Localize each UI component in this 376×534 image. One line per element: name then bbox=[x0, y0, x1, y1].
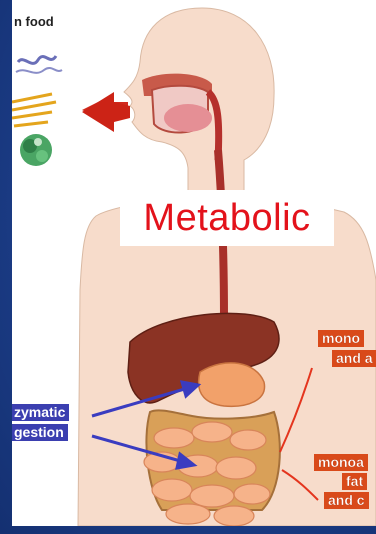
metabolic-title-box: Metabolic bbox=[120, 190, 334, 246]
diagram-panel: n food Metabolic zymatic gestion mono an… bbox=[12, 0, 376, 526]
absorption-label-upper-line1: mono bbox=[318, 330, 364, 347]
food-molecules bbox=[12, 56, 62, 166]
food-arrow-head bbox=[82, 92, 130, 132]
metabolic-title: Metabolic bbox=[143, 197, 310, 240]
enzymatic-label-line2: gestion bbox=[12, 424, 68, 441]
absorption-label-lower-line1: monoa bbox=[314, 454, 368, 471]
digestion-illustration bbox=[12, 0, 376, 526]
stomach bbox=[199, 363, 265, 406]
food-label: n food bbox=[14, 14, 54, 29]
absorption-label-lower-line3: and c bbox=[324, 492, 369, 509]
enzymatic-label-line1: zymatic bbox=[12, 404, 69, 421]
absorption-label-upper-line2: and a bbox=[332, 350, 376, 367]
absorption-label-lower-line2: fat bbox=[342, 473, 367, 490]
